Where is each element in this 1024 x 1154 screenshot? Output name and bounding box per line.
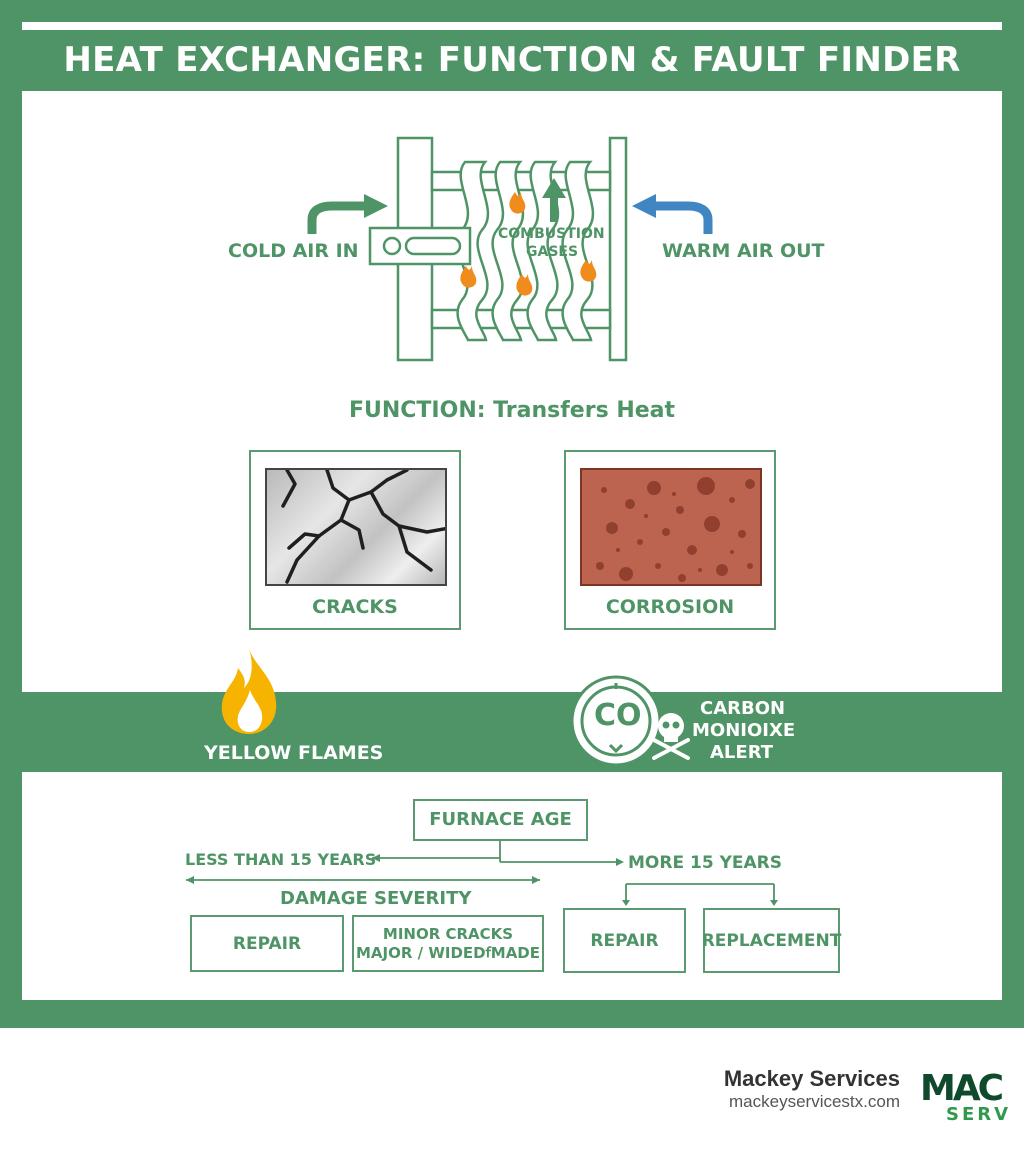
- warm-air-arrow-icon: [632, 194, 713, 234]
- top-divider: [22, 22, 1002, 30]
- minor-cracks-label: MINOR CRACKS: [382, 924, 514, 943]
- damage-severity-label: DAMAGE SEVERITY: [280, 888, 472, 909]
- cold-air-arrow-icon: [307, 194, 388, 234]
- corrosion-image: [580, 468, 762, 586]
- warm-air-label: WARM AIR OUT: [662, 240, 825, 262]
- yellow-flames-label: YELLOW FLAMES: [204, 742, 384, 764]
- cracks-card: CRACKS: [249, 450, 461, 630]
- logo-top-text: MAC: [920, 1068, 1004, 1109]
- repair-left-box: REPAIR: [190, 915, 344, 972]
- page-title: HEAT EXCHANGER: FUNCTION & FAULT FINDER: [63, 40, 961, 80]
- major-wide-label: MAJOR / WIDEDꬵMADE: [355, 943, 540, 962]
- co-alert-line2: MONIOIXE: [692, 720, 796, 741]
- repair-right-box: REPAIR: [563, 908, 686, 973]
- cracks-label: CRACKS: [312, 596, 398, 618]
- logo-bottom-text: SERV: [946, 1104, 1012, 1125]
- function-label: FUNCTION: Transfers Heat: [348, 398, 676, 423]
- co-detector-icon: [570, 675, 662, 767]
- gases-label-line2: GASES: [526, 244, 579, 260]
- corrosion-card: CORROSION: [564, 450, 776, 630]
- less-than-15-label: LESS THAN 15 YEARS: [185, 850, 377, 869]
- company-logo: MAC SERV: [920, 1068, 1024, 1128]
- replacement-box: REPLACEMENT: [702, 908, 841, 973]
- corrosion-label: CORROSION: [605, 596, 735, 618]
- skull-crossbones-icon: [652, 713, 690, 760]
- yellow-flame-icon: [221, 648, 277, 734]
- minor-major-box: MINOR CRACKS MAJOR / WIDEDꬵMADE: [352, 915, 544, 972]
- gas-flow-arrow: [542, 178, 566, 222]
- cold-air-label: COLD AIR IN: [228, 240, 359, 262]
- furnace-age-box: FURNACE AGE: [413, 799, 588, 841]
- cracks-image: [265, 468, 447, 586]
- heat-exchanger-illustration: [368, 136, 628, 362]
- co-alert-line3: ALERT: [710, 742, 774, 763]
- flowchart-connectors: [186, 840, 778, 906]
- gases-label-line1: COMBUSTION: [498, 226, 605, 242]
- more-than-15-label: MORE 15 YEARS: [628, 853, 782, 873]
- co-badge: CO: [594, 698, 642, 733]
- co-alert-line1: CARBON: [700, 698, 786, 719]
- company-url[interactable]: mackeyservicestx.com: [729, 1092, 900, 1111]
- company-name: Mackey Services: [723, 1066, 900, 1091]
